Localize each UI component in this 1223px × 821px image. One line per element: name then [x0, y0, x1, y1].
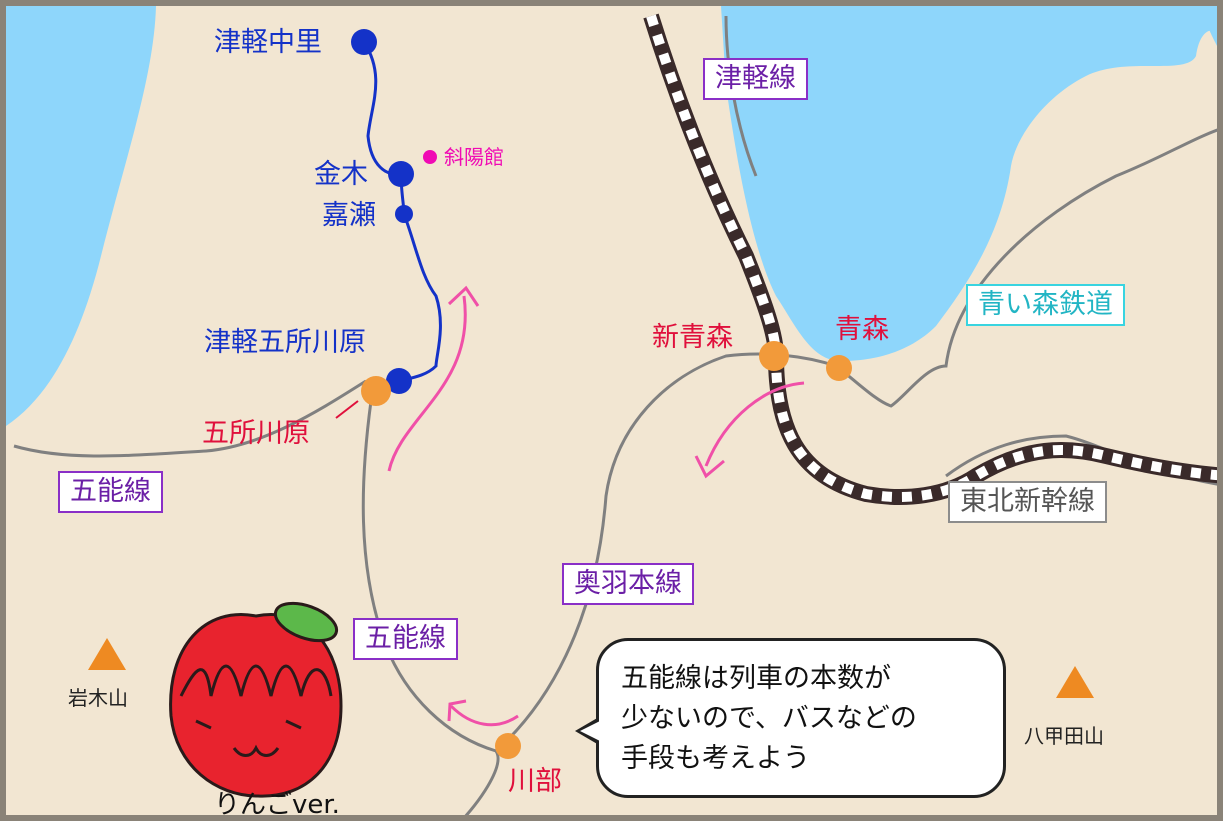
- poi-marker: [423, 150, 437, 164]
- speech-bubble-tail: [575, 717, 600, 745]
- station-label-goshogawara: 五所川原: [202, 418, 310, 449]
- station-marker-tsugaru-goshogawara: [386, 368, 412, 394]
- line-label-gono-south: 五能線: [353, 618, 458, 660]
- mountain-marker-hakkoda: [1056, 666, 1094, 698]
- shinkansen-track: [643, 13, 1217, 505]
- station-marker-kanagi: [388, 161, 414, 187]
- apple-mascot: [169, 601, 343, 798]
- mascot-label: りんごver.: [214, 790, 340, 820]
- sea-west: [6, 6, 156, 426]
- mountain-label-iwaki: 岩木山: [68, 686, 128, 710]
- station-marker-shin-aomori: [759, 341, 789, 371]
- station-marker-goshogawara: [361, 376, 391, 406]
- leader-line: [335, 400, 359, 419]
- speech-bubble-text: 五能線は列車の本数が 少ないので、バスなどの 手段も考えよう: [621, 663, 917, 774]
- station-label-tsugaru-goshogawara: 津軽五所川原: [204, 327, 366, 358]
- line-label-aoimori: 青い森鉄道: [966, 284, 1125, 326]
- sea-bay: [721, 6, 1217, 361]
- station-marker-aomori: [826, 355, 852, 381]
- station-label-aomori: 青森: [835, 314, 889, 345]
- station-label-shin-aomori: 新青森: [652, 322, 733, 353]
- line-label-tohoku-shinkansen: 東北新幹線: [948, 481, 1107, 523]
- station-marker-tsugaru-nakasato: [351, 29, 377, 55]
- line-label-tsugaru: 津軽線: [703, 58, 808, 100]
- station-label-kawabe: 川部: [508, 766, 562, 797]
- station-marker-kase: [395, 205, 413, 223]
- poi-label: 斜陽館: [444, 145, 504, 169]
- station-label-kanagi: 金木: [314, 159, 368, 190]
- mountain-label-hakkoda: 八甲田山: [1024, 724, 1104, 748]
- mountain-marker-iwaki: [88, 638, 126, 670]
- station-marker-kawabe: [495, 733, 521, 759]
- station-label-tsugaru-nakasato: 津軽中里: [214, 27, 322, 58]
- line-label-gono-west: 五能線: [58, 471, 163, 513]
- sea-east: [1201, 6, 1217, 46]
- line-label-ou: 奥羽本線: [562, 563, 694, 605]
- route-arrows: [387, 285, 805, 727]
- speech-bubble: 五能線は列車の本数が 少ないので、バスなどの 手段も考えよう: [575, 638, 1006, 798]
- map-base: [6, 6, 1217, 815]
- station-label-kase: 嘉瀬: [322, 200, 376, 231]
